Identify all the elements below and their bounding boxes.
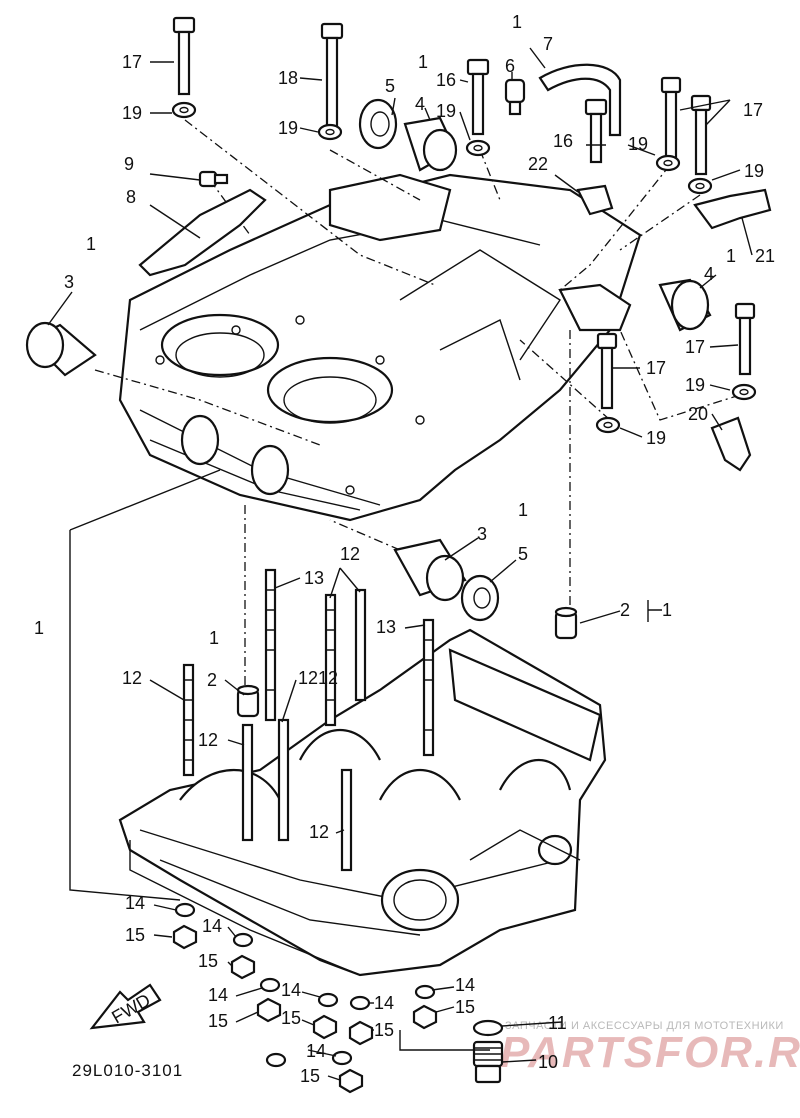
callout-label: 1 <box>34 618 44 638</box>
callout-label: 1 <box>518 500 528 520</box>
callout-label: 6 <box>505 56 515 76</box>
callout-label: 12 <box>309 822 329 842</box>
callout-label: 5 <box>518 544 528 564</box>
dowel-pins <box>236 606 578 718</box>
callout-label: 22 <box>528 154 548 174</box>
callout-label: 19 <box>122 103 142 123</box>
callout-label: 8 <box>126 187 136 207</box>
callout-label: 19 <box>646 428 666 448</box>
callout-label: 14 <box>374 993 394 1013</box>
lower-crankcase <box>118 628 607 977</box>
callout-label: 14 <box>306 1041 326 1061</box>
callout-label: 3 <box>477 524 487 544</box>
callout-label: 12 <box>298 668 318 688</box>
callout-label: 19 <box>436 101 456 121</box>
callout-label: 1 <box>86 234 96 254</box>
callout-label: 12 <box>122 668 142 688</box>
callout-label: 19 <box>685 375 705 395</box>
callout-label: 15 <box>300 1066 320 1086</box>
callout-label: 21 <box>755 246 775 266</box>
callout-label: 17 <box>122 52 142 72</box>
callout-label: 20 <box>688 404 708 424</box>
nuts-and-washers <box>172 902 438 1094</box>
upper-fittings <box>25 63 772 622</box>
callout-label: 11 <box>548 1013 567 1033</box>
callout-label: 16 <box>436 70 456 90</box>
callout-label: 3 <box>64 272 74 292</box>
callout-label: 13 <box>304 568 324 588</box>
callout-label: 10 <box>538 1052 558 1072</box>
callout-label: 16 <box>553 131 573 151</box>
watermark-tagline: ЗАПЧАСТИ И АКСЕССУАРЫ ДЛЯ МОТОТЕХНИКИ <box>505 1020 784 1032</box>
callout-label: 4 <box>704 264 714 284</box>
callout-label: 19 <box>628 134 648 154</box>
callout-label: 2 <box>620 600 630 620</box>
callout-label: 18 <box>278 68 298 88</box>
callout-label: 17 <box>685 337 705 357</box>
callout-label: 1 <box>209 628 219 648</box>
callout-label: 15 <box>281 1008 301 1028</box>
callout-label: 1 <box>726 246 736 266</box>
callout-label: 19 <box>744 161 764 181</box>
callout-label: 17 <box>646 358 666 378</box>
callout-label: 7 <box>543 34 553 54</box>
upper-crankcase <box>118 173 642 522</box>
callout-label: 14 <box>455 975 475 995</box>
callout-label: 15 <box>208 1011 228 1031</box>
callout-label: 2 <box>207 670 217 690</box>
crankcase-studs <box>182 568 435 872</box>
callout-label: 15 <box>198 951 218 971</box>
callout-label: 1 <box>512 12 522 32</box>
crankcase-bolts <box>172 16 756 410</box>
callout-label: 15 <box>455 997 475 1017</box>
callout-label: 14 <box>281 980 301 1000</box>
callout-label: 13 <box>376 617 396 637</box>
callout-label: 14 <box>208 985 228 1005</box>
callout-label: 12 <box>340 544 360 564</box>
callout-label: 15 <box>125 925 145 945</box>
callout-labels: 17 19 18 19 5 1 4 16 19 1 6 7 17 16 19 1… <box>34 12 775 1086</box>
drawing-code: 29L010-3101 <box>72 1061 183 1080</box>
callout-label: 4 <box>415 94 425 114</box>
leader-lines <box>47 47 753 1081</box>
callout-label: 14 <box>202 916 222 936</box>
callout-label: 9 <box>124 154 134 174</box>
callout-label: 12 <box>318 668 338 688</box>
callout-label: 15 <box>374 1020 394 1040</box>
watermark-brand: PARTSFOR.RU <box>500 1028 800 1077</box>
callout-label: 1 <box>662 600 672 620</box>
callout-label: 5 <box>385 76 395 96</box>
assembly-centerlines <box>94 119 741 690</box>
callout-label: 1 <box>418 52 428 72</box>
drain-plug <box>472 1019 504 1084</box>
washers <box>171 101 757 434</box>
callout-label: 12 <box>198 730 218 750</box>
callout-label: 19 <box>278 118 298 138</box>
callout-label: 17 <box>743 100 763 120</box>
callout-label: 14 <box>125 893 145 913</box>
forward-direction-indicator: FWD <box>89 983 162 1030</box>
